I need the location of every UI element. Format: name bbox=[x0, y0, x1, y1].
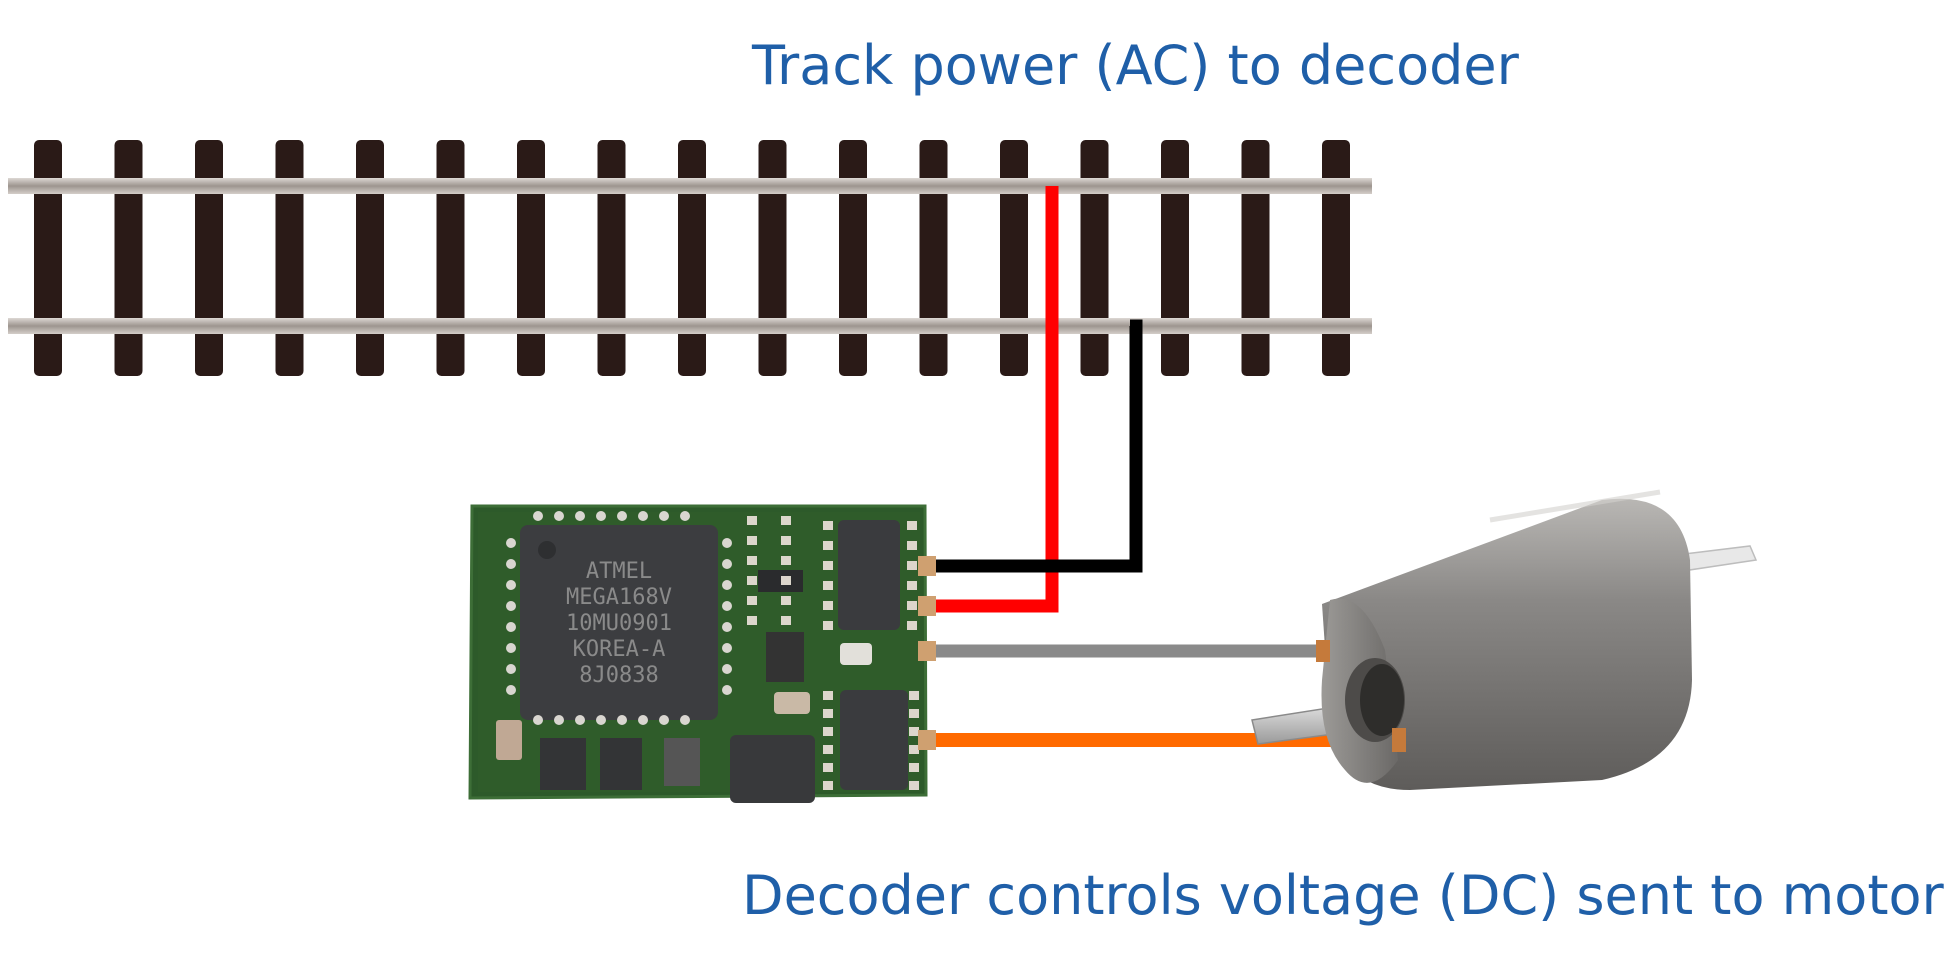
red-track-wire bbox=[928, 186, 1059, 613]
solder-pads bbox=[747, 516, 919, 790]
track-tie bbox=[436, 140, 465, 376]
track-tie bbox=[839, 140, 867, 376]
track-tie bbox=[919, 140, 948, 376]
decoder-board-photo: ATMEL MEGA168V 10MU0901 KOREA-A 8J0838 bbox=[468, 504, 936, 803]
microcontroller-chip bbox=[520, 525, 718, 720]
chip-marking-4: KOREA-A bbox=[573, 637, 666, 662]
black-track-wire bbox=[928, 319, 1143, 573]
track-tie bbox=[758, 140, 787, 376]
bottom-rail bbox=[8, 318, 1372, 334]
track-tie bbox=[1080, 140, 1109, 376]
top-rail bbox=[8, 178, 1372, 194]
track-tie bbox=[34, 140, 62, 376]
motor-photo bbox=[1251, 489, 1758, 790]
track-tie bbox=[275, 140, 304, 376]
track-tie bbox=[1000, 140, 1028, 376]
motor-terminal-top bbox=[1316, 640, 1330, 662]
track-illustration bbox=[8, 140, 1372, 376]
decoder-output-caption: Decoder controls voltage (DC) sent to mo… bbox=[742, 864, 1944, 927]
track-tie bbox=[114, 140, 143, 376]
track-tie bbox=[1322, 140, 1350, 376]
track-tie bbox=[678, 140, 706, 376]
track-tie bbox=[1161, 140, 1189, 376]
track-power-caption: Track power (AC) to decoder bbox=[752, 34, 1519, 97]
chip-pins bbox=[506, 511, 732, 725]
chip-marking-5: 8J0838 bbox=[579, 663, 658, 688]
chip-marking-3: 10MU0901 bbox=[566, 611, 672, 636]
track-tie bbox=[195, 140, 223, 376]
chip-marking-1: ATMEL bbox=[586, 559, 652, 584]
chip-marking-2: MEGA168V bbox=[566, 585, 672, 610]
track-tie bbox=[356, 140, 384, 376]
motor-terminal-bottom bbox=[1392, 728, 1406, 752]
wires bbox=[928, 186, 1394, 747]
track-tie bbox=[597, 140, 626, 376]
track-tie bbox=[1241, 140, 1270, 376]
track-tie bbox=[517, 140, 545, 376]
